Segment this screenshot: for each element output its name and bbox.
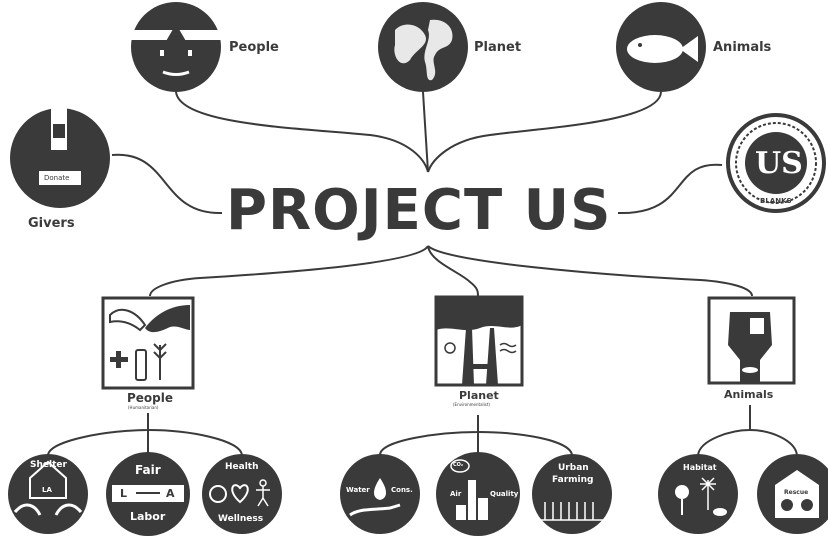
cause-habitat-title: Habitat [683, 463, 717, 472]
pillar-people-box [101, 296, 195, 390]
cause-shelter-icon [8, 454, 88, 534]
cause-urban-farming-icon [532, 454, 612, 534]
pillar-animals-box [707, 296, 796, 385]
cause-health-top: Health [225, 462, 259, 472]
cause-fair-labor-icon [106, 452, 190, 536]
cause-health-icon [202, 454, 282, 534]
page-title: PROJECT US [226, 178, 612, 243]
cause-shelter-title: Shelter [30, 460, 67, 470]
pillar-planet-box [434, 295, 524, 387]
label-top-planet: Planet [474, 40, 522, 55]
cause-fair-right: A [166, 487, 175, 500]
pillar-planet-sublabel: (Environmentalist) [453, 402, 490, 407]
label-top-people: People [229, 40, 279, 55]
cause-water-left: Water [346, 486, 370, 494]
cause-water-conservation-icon [340, 454, 420, 534]
cause-fair-bottom: Labor [130, 510, 166, 523]
cause-fair-left: L [120, 487, 128, 500]
cause-air-right: Quality [490, 490, 519, 498]
cause-urban-line1: Urban [558, 463, 589, 473]
people-face-icon [131, 2, 221, 92]
cause-water-right: Cons. [391, 486, 413, 494]
label-donate: Donate [44, 174, 70, 182]
cause-fair-top: Fair [135, 463, 161, 477]
pillar-people-sublabel: (Humanitarian) [128, 405, 159, 410]
cause-habitat-icon [658, 454, 738, 534]
logo-blanks-text: BLANKS [760, 197, 792, 205]
pillar-people-label: People [127, 391, 174, 405]
planet-globe-icon [378, 2, 468, 92]
cause-rescue-title: Rescue [784, 489, 809, 496]
connector-lines [47, 91, 798, 456]
label-givers: Givers [28, 216, 75, 231]
cause-shelter-inner: LA [42, 486, 52, 494]
us-blanks-logo [726, 113, 826, 213]
pillar-animals-label: Animals [724, 388, 774, 401]
cause-health-bottom: Wellness [218, 514, 264, 524]
cause-air-left: Air [450, 490, 462, 498]
cause-air-quality-icon [436, 452, 520, 536]
pillar-planet-label: Planet [459, 389, 499, 402]
cause-air-cloud: CO₂ [453, 462, 464, 468]
logo-us-text: US [755, 146, 803, 181]
animals-fish-icon [616, 2, 706, 92]
givers-donate-icon [10, 108, 110, 208]
label-top-animals: Animals [713, 40, 772, 55]
cause-rescue-icon [757, 454, 828, 534]
cause-urban-line2: Farming [552, 475, 594, 485]
